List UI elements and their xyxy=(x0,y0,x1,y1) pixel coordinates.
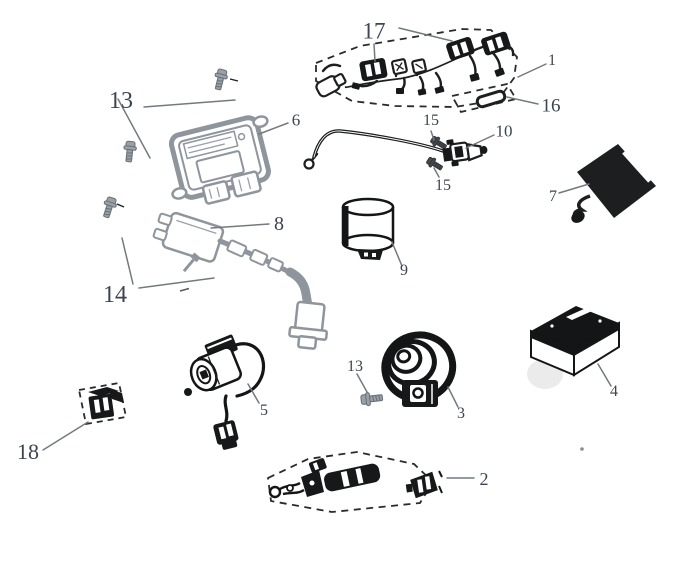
part-9-flasher-relay-drawing xyxy=(341,197,395,260)
leader-line-18 xyxy=(42,421,89,451)
callout-8-9: 8 xyxy=(274,213,284,235)
leader-line-3 xyxy=(447,386,459,408)
callout-5-15: 5 xyxy=(260,402,268,419)
leader-line-7 xyxy=(558,183,590,194)
part-16-fuse-link-drawing xyxy=(450,82,518,114)
screw-14-tick xyxy=(116,203,125,208)
callout-18-16: 18 xyxy=(17,439,39,464)
callout-15-7: 15 xyxy=(435,177,451,194)
callout-13-3: 13 xyxy=(109,88,133,114)
leader-line-15 xyxy=(433,167,440,178)
speck xyxy=(580,447,584,451)
leader-line-15 xyxy=(430,130,435,141)
leader-line-14 xyxy=(121,237,134,285)
leader-line-4 xyxy=(597,363,612,387)
part-7-rectifier-drawing xyxy=(571,144,656,223)
callout-1-1: 1 xyxy=(548,52,556,69)
callout-7-8: 7 xyxy=(549,188,557,205)
leader-line-1 xyxy=(517,63,547,78)
leader-line-9 xyxy=(391,241,403,267)
callout-10-6: 10 xyxy=(495,121,513,141)
screw-13-top-tick xyxy=(229,78,239,82)
callout-4-14: 4 xyxy=(610,383,618,400)
callout-15-5: 15 xyxy=(423,112,439,129)
leader-line-13 xyxy=(143,99,236,108)
leader-line-17 xyxy=(373,43,376,62)
callout-13-12: 13 xyxy=(347,358,363,375)
leader-line-16 xyxy=(506,96,539,105)
part-5-ignition-switch-drawing xyxy=(184,334,266,450)
callout-9-10: 9 xyxy=(400,262,408,279)
leader-line-8 xyxy=(210,223,270,229)
part-1-17-wiring-harness-drawing xyxy=(315,28,518,108)
leader-line-5 xyxy=(247,383,260,404)
callout-17-0: 17 xyxy=(362,18,386,44)
part-18-switch-drawing xyxy=(77,381,128,426)
part-4-battery-drawing xyxy=(527,306,620,389)
callout-14-11: 14 xyxy=(103,282,127,308)
callout-2-17: 2 xyxy=(479,469,489,489)
small-tick-mark xyxy=(179,287,190,292)
leader-line-13 xyxy=(356,373,368,393)
callout-16-2: 16 xyxy=(541,95,561,117)
leader-line-17 xyxy=(398,27,453,42)
part-3-horn-drawing xyxy=(381,331,457,407)
part-2-cable-assembly-drawing xyxy=(267,451,443,513)
leader-line-13 xyxy=(117,98,151,159)
part-6-ecu-drawing xyxy=(168,115,271,205)
part-8-ignition-coil-drawing xyxy=(152,211,329,350)
part-10-lead-wire-drawing xyxy=(303,129,488,170)
callout-3-13: 3 xyxy=(457,405,465,422)
leader-line-14 xyxy=(138,277,215,289)
leader-line-6 xyxy=(258,122,289,135)
callout-6-4: 6 xyxy=(291,110,301,130)
leader-line-10 xyxy=(465,134,495,149)
